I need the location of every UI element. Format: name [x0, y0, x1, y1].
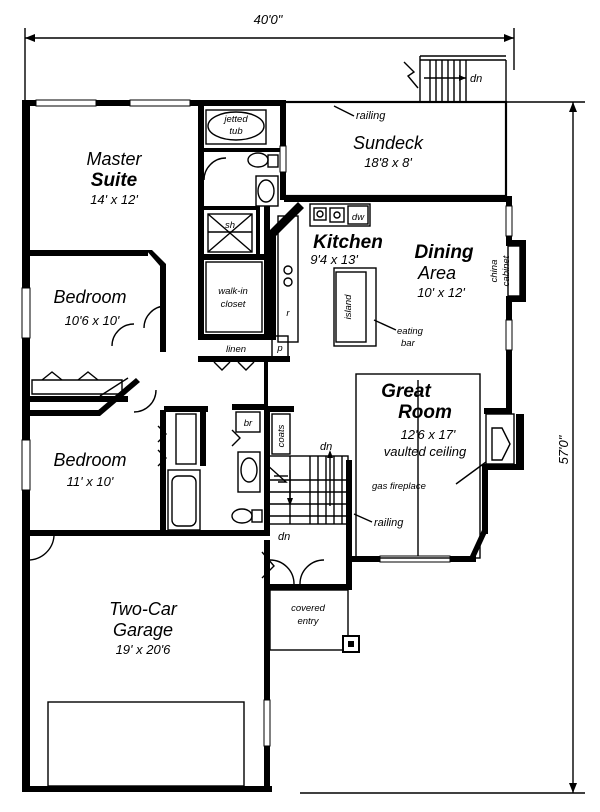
depth-dimension-label: 57'0"	[556, 434, 571, 464]
tub-label-line1: jetted	[222, 114, 248, 125]
covered-entry-line2: entry	[297, 616, 319, 627]
dining-name-line1: Dining	[414, 242, 473, 263]
range-label: r	[286, 308, 290, 319]
tub-label-line2: tub	[229, 126, 242, 137]
width-dimension-label: 40'0"	[254, 12, 284, 27]
dishwasher-label: dw	[352, 212, 365, 223]
entry-area: covered entry	[261, 551, 360, 653]
fireplace-label: gas fireplace	[372, 481, 426, 492]
hall-bath: br	[164, 404, 268, 531]
eating-bar-line1: eating	[397, 326, 424, 337]
great-room: Great Room 12'6 x 17' vaulted ceiling ga…	[355, 373, 515, 559]
deck-railing-label: railing	[356, 110, 386, 122]
china-label-line1: china	[489, 260, 500, 283]
sundeck-name: Sundeck	[353, 133, 424, 153]
dining-name-line2: Area	[417, 263, 456, 283]
bedroom1-size: 10'6 x 10'	[65, 313, 120, 328]
garage-size: 19' x 20'6	[116, 642, 172, 657]
great-room-name-line2: Room	[398, 402, 452, 423]
closet-block: walk-in closet linen p	[198, 206, 290, 371]
bedroom1-name: Bedroom	[53, 287, 126, 307]
stair-dn-label: dn	[320, 441, 332, 453]
master-suite: Master Suite 14' x 12'	[28, 106, 204, 256]
master-bath: jetted tub sh	[203, 109, 280, 254]
broom-closet-label: br	[244, 418, 253, 429]
linen-label: linen	[226, 344, 246, 355]
great-room-name-line1: Great	[381, 381, 431, 402]
stair-railing-label: railing	[374, 517, 404, 529]
bedroom-1: Bedroom 10'6 x 10'	[28, 250, 167, 402]
garage: Two-Car Garage 19' x 20'6	[27, 535, 245, 787]
great-room-ceiling: vaulted ceiling	[384, 444, 467, 459]
master-name-line1: Master	[86, 149, 142, 169]
bedroom-2: Bedroom 11' x 10'	[28, 323, 268, 536]
windows	[21, 99, 513, 747]
bedroom2-name: Bedroom	[53, 450, 126, 470]
dining-area: china cabinet Dining Area 10' x 12'	[414, 242, 521, 300]
deck-stairs-dn-label: dn	[470, 73, 482, 85]
sundeck-size: 18'8 x 8'	[364, 155, 412, 170]
deck-stairs	[403, 60, 467, 102]
kitchen: dw r island eating bar Kitchen 9'4 x 13'	[270, 202, 424, 349]
master-name-line2: Suite	[91, 170, 138, 191]
kitchen-size: 9'4 x 13'	[310, 252, 358, 267]
dining-size: 10' x 12'	[417, 285, 465, 300]
bedroom2-size: 11' x 10'	[67, 474, 114, 489]
garage-name-line1: Two-Car	[109, 599, 178, 619]
interior-walls	[264, 362, 352, 530]
garage-name-line2: Garage	[113, 620, 173, 640]
great-room-size: 12'6 x 17'	[401, 427, 456, 442]
stair-area: coats dn dn railing	[264, 406, 404, 543]
entry-dn-label: dn	[278, 531, 290, 543]
sundeck: dn railing Sundeck 18'8 x 8'	[282, 55, 508, 198]
coats-label: coats	[276, 424, 287, 447]
kitchen-name: Kitchen	[313, 232, 383, 253]
width-dimension: 40'0"	[24, 12, 515, 100]
master-size: 14' x 12'	[90, 192, 138, 207]
eating-bar-line2: bar	[401, 338, 416, 349]
pantry-label: p	[276, 343, 282, 354]
china-label-line2: cabinet	[501, 255, 512, 286]
walkin-label-line2: closet	[221, 299, 246, 310]
shower-label: sh	[225, 220, 235, 231]
walkin-label-line1: walk-in	[218, 286, 248, 297]
island-label: island	[343, 294, 354, 320]
depth-dimension: 57'0"	[300, 101, 585, 794]
covered-entry-line1: covered	[291, 603, 326, 614]
